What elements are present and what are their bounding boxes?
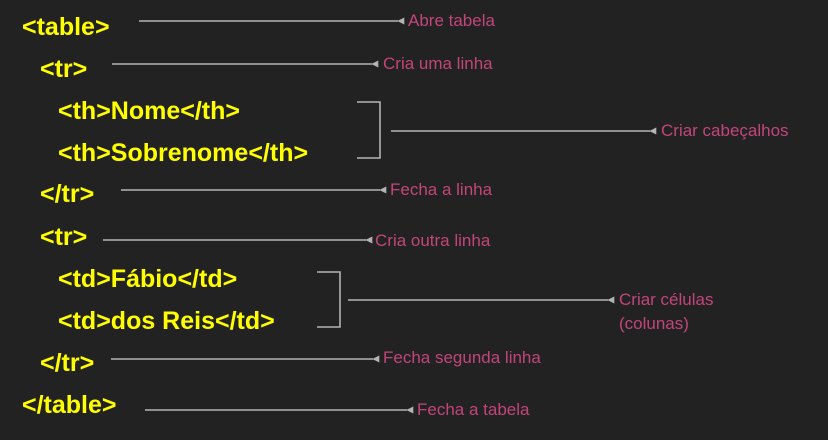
code-line-tr-close-2: </tr> <box>40 349 95 377</box>
code-line-table-open: <table> <box>22 13 110 41</box>
annotation-criar-celulas-line2: (colunas) <box>619 314 689 333</box>
annotation-abre-tabela: Abre tabela <box>408 11 495 30</box>
annotation-fecha-tabela: Fecha a tabela <box>417 400 530 419</box>
code-line-td-fabio: <td>Fábio</td> <box>58 265 238 293</box>
code-line-tr-open-1: <tr> <box>40 55 88 83</box>
code-line-th-sobrenome: <th>Sobrenome</th> <box>58 139 309 167</box>
annotation-fecha-segunda-linha: Fecha segunda linha <box>383 348 541 367</box>
annotation-cria-outra-linha: Cria outra linha <box>375 231 491 250</box>
code-line-table-close: </table> <box>22 391 117 419</box>
bracket-cabecalhos <box>357 101 381 159</box>
code-line-td-dos-reis: <td>dos Reis</td> <box>58 307 275 335</box>
annotation-criar-celulas-line1: Criar células <box>619 290 714 309</box>
annotation-criar-cabecalhos: Criar cabeçalhos <box>661 121 789 140</box>
code-line-tr-open-2: <tr> <box>40 223 88 251</box>
annotation-fecha-linha: Fecha a linha <box>390 180 493 199</box>
annotation-cria-linha: Cria uma linha <box>383 54 493 73</box>
code-line-tr-close-1: </tr> <box>40 180 95 208</box>
code-line-th-nome: <th>Nome</th> <box>58 97 240 125</box>
bracket-celulas <box>317 271 341 328</box>
